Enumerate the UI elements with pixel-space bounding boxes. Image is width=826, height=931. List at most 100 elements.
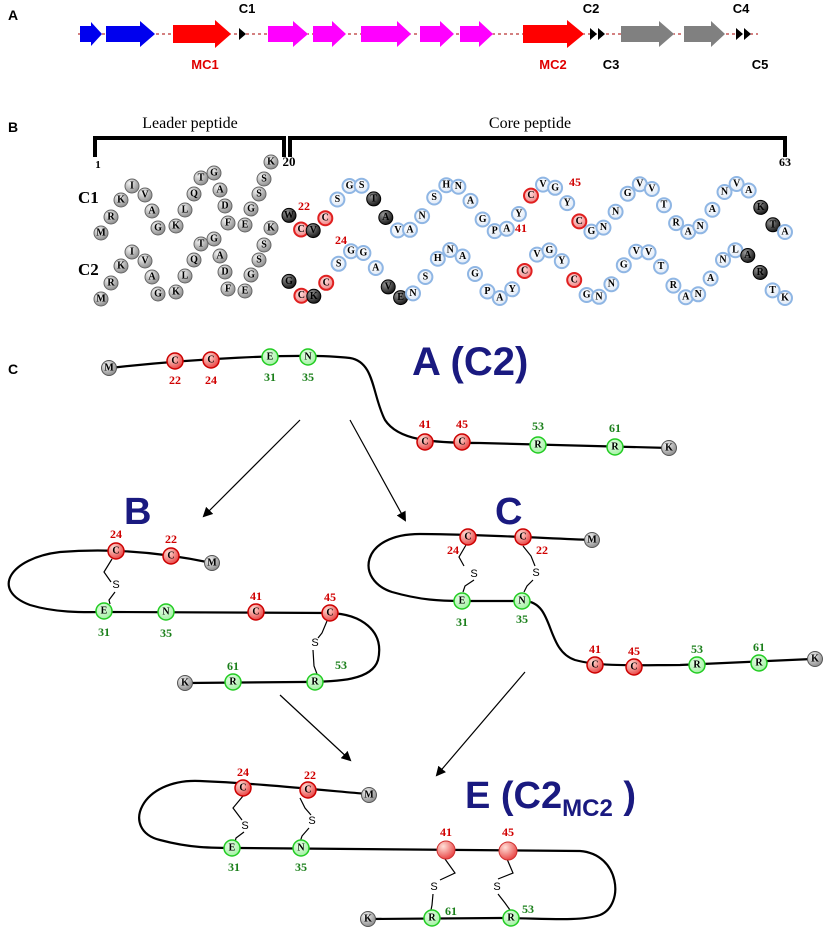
a-c22-bead: C: [166, 352, 184, 370]
residue-c1-44: Y: [559, 195, 576, 212]
e-bridge-upper-4: [497, 858, 514, 880]
c-bridge-lower-2: [523, 579, 534, 593]
svg-text:I: I: [130, 181, 134, 192]
c-num-35: 35: [516, 612, 528, 626]
svg-text:K: K: [665, 443, 673, 454]
svg-text:T: T: [770, 219, 777, 230]
c-num-53: 53: [691, 642, 703, 656]
svg-text:N: N: [518, 596, 526, 607]
svg-text:N: N: [455, 181, 463, 192]
residue-c1-3: K: [113, 192, 129, 208]
residue-c1-49: G: [619, 185, 636, 202]
gene-arrow-magenta-4: [420, 21, 454, 47]
a-num-41: 41: [419, 417, 431, 431]
gene-arrow-magenta-1: [268, 21, 308, 47]
structure-e-backbone: [138, 779, 617, 921]
residue-c1-53: R: [668, 215, 685, 232]
svg-text:G: G: [588, 226, 596, 237]
residue-c1-47: N: [595, 219, 612, 236]
svg-text:G: G: [551, 182, 559, 193]
svg-text:T: T: [769, 285, 776, 296]
svg-text:C: C: [252, 607, 259, 618]
gene-arrow-magenta-5: [460, 21, 493, 47]
c-num-41: 41: [589, 642, 601, 656]
residue-c2-57: L: [727, 242, 744, 259]
a-num-45: 45: [456, 417, 468, 431]
a-r53-bead: R: [529, 436, 547, 454]
svg-text:E: E: [101, 606, 108, 617]
gene-label-mc1: MC1: [191, 57, 218, 72]
residue-c1-24: C: [317, 210, 334, 227]
gene-arrow-magenta-2: [313, 21, 346, 47]
residue-c2-7: G: [150, 286, 166, 302]
residue-c2-44: C: [566, 272, 583, 288]
svg-text:V: V: [310, 225, 318, 236]
residue-c2-19: S: [256, 237, 272, 253]
svg-text:R: R: [428, 913, 436, 924]
e-num-41: 41: [440, 825, 452, 839]
structure-a-backbone: [109, 354, 671, 450]
residue-c1-37: G: [474, 211, 491, 228]
svg-text:A: A: [496, 293, 504, 304]
svg-text:C: C: [527, 190, 534, 201]
svg-text:A: A: [216, 251, 224, 262]
structure-a: A (C2) M C 22 C 24 E 31 N 35 41 C 45 C 5…: [101, 340, 677, 456]
svg-text:A: A: [781, 227, 789, 238]
residue-c1-40: Y: [510, 206, 527, 222]
svg-text:M: M: [364, 790, 374, 801]
residue-c2-32: S: [417, 269, 434, 285]
residue-c1-18: S: [251, 186, 267, 202]
svg-text:C: C: [519, 532, 526, 543]
svg-text:N: N: [600, 222, 608, 233]
residue-c1-43: G: [547, 179, 564, 196]
residue-c2-15: F: [220, 281, 236, 297]
e-num-22: 22: [304, 768, 316, 782]
e-c24-bead: C: [234, 779, 252, 797]
svg-text:V: V: [648, 184, 656, 195]
residue-c2-31: N: [405, 285, 421, 302]
svg-text:V: V: [633, 246, 641, 257]
e-sulfur-2: S: [308, 815, 315, 827]
residue-c2-17: G: [243, 267, 259, 283]
svg-text:C: C: [464, 532, 471, 543]
residue-c2-11: T: [193, 236, 209, 252]
c1-label-22: 22: [298, 199, 310, 213]
residue-c1-57: N: [716, 184, 733, 200]
residue-c1-41: C: [523, 187, 539, 204]
svg-text:N: N: [595, 291, 603, 302]
svg-text:A: A: [382, 212, 390, 223]
c1-label-24: 24: [335, 233, 347, 247]
gene-arrow-blue-2: [106, 21, 155, 47]
residue-c2-8: K: [168, 284, 184, 300]
svg-text:G: G: [620, 260, 628, 271]
residue-c2-6: A: [144, 269, 160, 285]
row-label-c2: C2: [78, 260, 99, 279]
svg-text:G: G: [546, 245, 554, 256]
svg-text:K: K: [117, 261, 125, 272]
gene-c4-c5-markers: [736, 28, 751, 40]
gene-c2-c3-markers: [590, 28, 605, 40]
a-n35-bead: N: [299, 348, 317, 366]
residue-c2-47: N: [603, 276, 620, 293]
a-e31-bead: E: [261, 348, 279, 366]
residue-c2-36: G: [467, 266, 483, 282]
residue-c1-15: F: [220, 215, 236, 231]
c-c24-bead: C: [459, 528, 477, 546]
b-r61-bead: R: [224, 673, 242, 691]
svg-text:I: I: [130, 247, 134, 258]
svg-text:T: T: [370, 193, 377, 204]
a-num-35: 35: [302, 370, 314, 384]
e-num-35: 35: [295, 860, 307, 874]
residue-c1-52: T: [656, 197, 672, 214]
structure-e: E (C2MC2 ) S S S S 24 C 22 C M E 31 N 35…: [138, 765, 636, 927]
arrow-a-to-c: [349, 419, 406, 522]
residue-c1-45: C: [571, 213, 588, 230]
residue-c2-29: V: [380, 279, 396, 295]
svg-text:Q: Q: [190, 189, 198, 200]
residue-c2-54: N: [690, 286, 707, 303]
residue-c1-54: A: [680, 223, 697, 240]
residue-c2-33: H: [429, 250, 446, 267]
residue-c2-12: G: [206, 231, 222, 247]
a-c45-bead: C: [453, 433, 471, 451]
residue-c2-14: D: [217, 264, 233, 280]
